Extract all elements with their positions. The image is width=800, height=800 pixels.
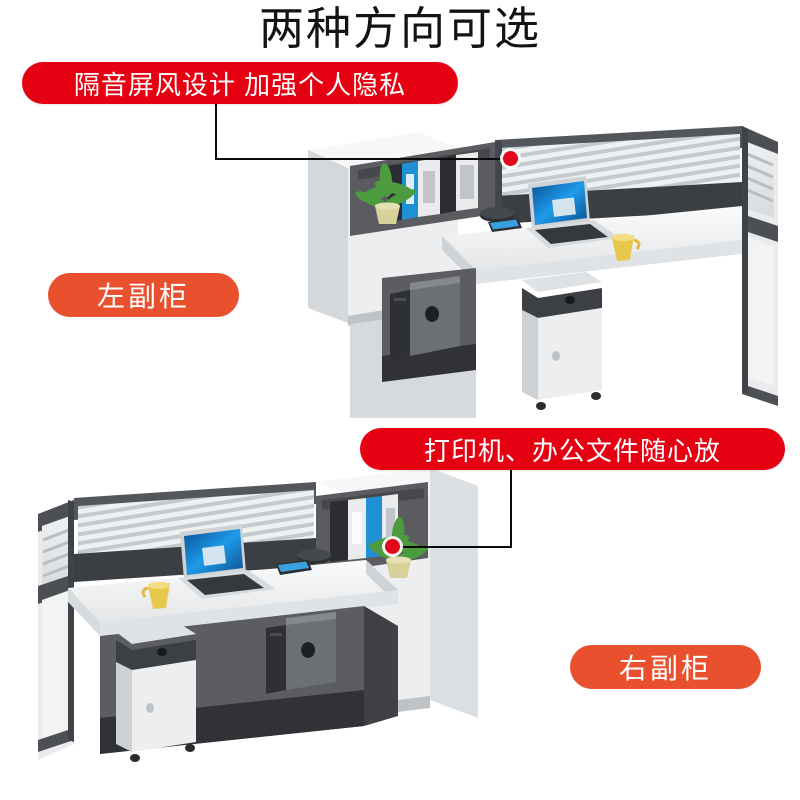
coffee-mug [141, 581, 170, 609]
callout-leader-line-privacy-vertical [215, 104, 217, 160]
mobile-pedestal-drawer [522, 272, 602, 410]
variant-label-right-cabinet: 右副柜 [570, 645, 761, 689]
overhead-shelf [316, 482, 428, 574]
callout-target-dot-storage [385, 539, 400, 554]
callout-leader-line-storage-horizontal [392, 546, 512, 548]
product-scene-right-cabinet [30, 468, 520, 768]
callout-target-dot-privacy [503, 151, 518, 166]
privacy-screen-end [38, 500, 74, 760]
variant-label-left-cabinet: 左副柜 [48, 273, 239, 317]
desk-illustration-left [308, 126, 778, 418]
desk-accessories [480, 207, 522, 232]
desktop-tower-pc [266, 612, 336, 694]
page-title: 两种方向可选 [258, 3, 541, 54]
product-scene-left-cabinet [290, 118, 780, 418]
laptop-computer [526, 176, 620, 248]
privacy-screen-end [742, 126, 778, 406]
coffee-mug [612, 233, 641, 261]
mobile-pedestal-drawer [116, 624, 196, 762]
callout-leader-line-storage-vertical [510, 470, 512, 548]
laptop-computer [178, 524, 276, 599]
plant-decoration [355, 163, 416, 224]
callout-badge-storage: 打印机、办公文件随心放 [360, 428, 785, 470]
callout-leader-line-privacy-horizontal [215, 158, 510, 160]
desk-accessories [276, 549, 331, 575]
desk-illustration-right [38, 468, 478, 762]
desktop-tower-pc [390, 276, 460, 358]
callout-badge-privacy: 隔音屏风设计 加强个人隐私 [22, 62, 458, 104]
